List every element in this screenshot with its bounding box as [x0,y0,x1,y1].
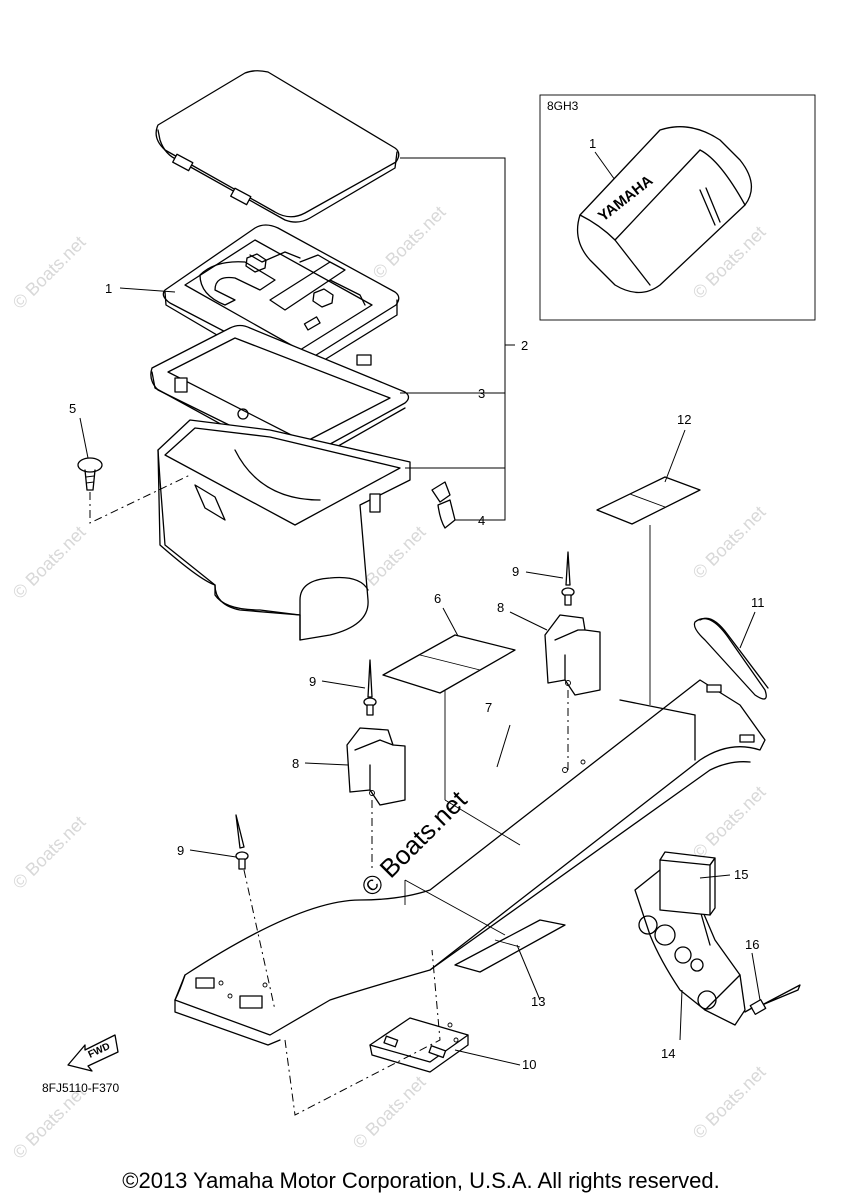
callout-11: 11 [751,595,765,610]
base-panel [174,679,766,1046]
watermark: © Boats.net [689,502,770,583]
rivet-upper [561,551,575,606]
watermark: © Boats.net [9,812,90,893]
fwd-arrow: FWD [67,1034,119,1072]
storage-box-lid [155,70,400,223]
hose-part [693,617,769,700]
copyright-notice: ©2013 Yamaha Motor Corporation, U.S.A. A… [122,1168,720,1193]
callout-6: 6 [434,591,441,606]
inset-callout-1: 1 [589,136,596,151]
callout-10: 10 [522,1057,536,1072]
callout-4: 4 [478,513,485,528]
clip-part [431,481,456,529]
tool-tray [162,224,400,376]
callout-14: 14 [661,1046,675,1061]
clamp-lower [346,727,406,806]
callout-8b: 8 [292,756,299,771]
callout-labels: 1 2 3 4 5 6 7 8 8 9 9 9 10 11 12 13 14 1… [69,281,765,1072]
rivet-middle [363,659,377,716]
block-part [659,851,716,916]
watermark: © Boats.net [9,522,90,603]
bolt-part [744,984,801,1015]
callout-2: 2 [521,338,528,353]
callout-9b: 9 [309,674,316,689]
screw-part [77,457,103,491]
callout-9c: 9 [177,843,184,858]
callout-12: 12 [677,412,691,427]
callout-5: 5 [69,401,76,416]
label-sheet-13 [454,919,566,973]
rivet-lower [235,814,249,870]
callout-3: 3 [478,386,485,401]
callout-1: 1 [105,281,112,296]
label-sheet-12 [596,476,701,525]
storage-box [157,419,411,641]
callout-15: 15 [734,867,748,882]
watermark: © Boats.net [369,202,450,283]
callout-16: 16 [745,937,759,952]
inset-box: 8GH3 1 YAMAHA [539,94,816,321]
watermark: © Boats.net [689,782,770,863]
watermark: © Boats.net [9,232,90,313]
watermark-layer: © Boats.net © Boats.net © Boats.net © Bo… [9,202,770,1163]
callout-13: 13 [531,994,545,1009]
callout-9a: 9 [512,564,519,579]
pad-part [369,1017,469,1073]
watermark: © Boats.net [689,1062,770,1143]
clamp-upper [544,614,601,696]
watermark: © Boats.net [349,1072,430,1153]
callout-7: 7 [485,700,492,715]
diagram-code: 8FJ5110-F370 [42,1081,119,1095]
label-sheet-6 [382,634,516,694]
callout-8a: 8 [497,600,504,615]
inset-code: 8GH3 [547,99,579,113]
